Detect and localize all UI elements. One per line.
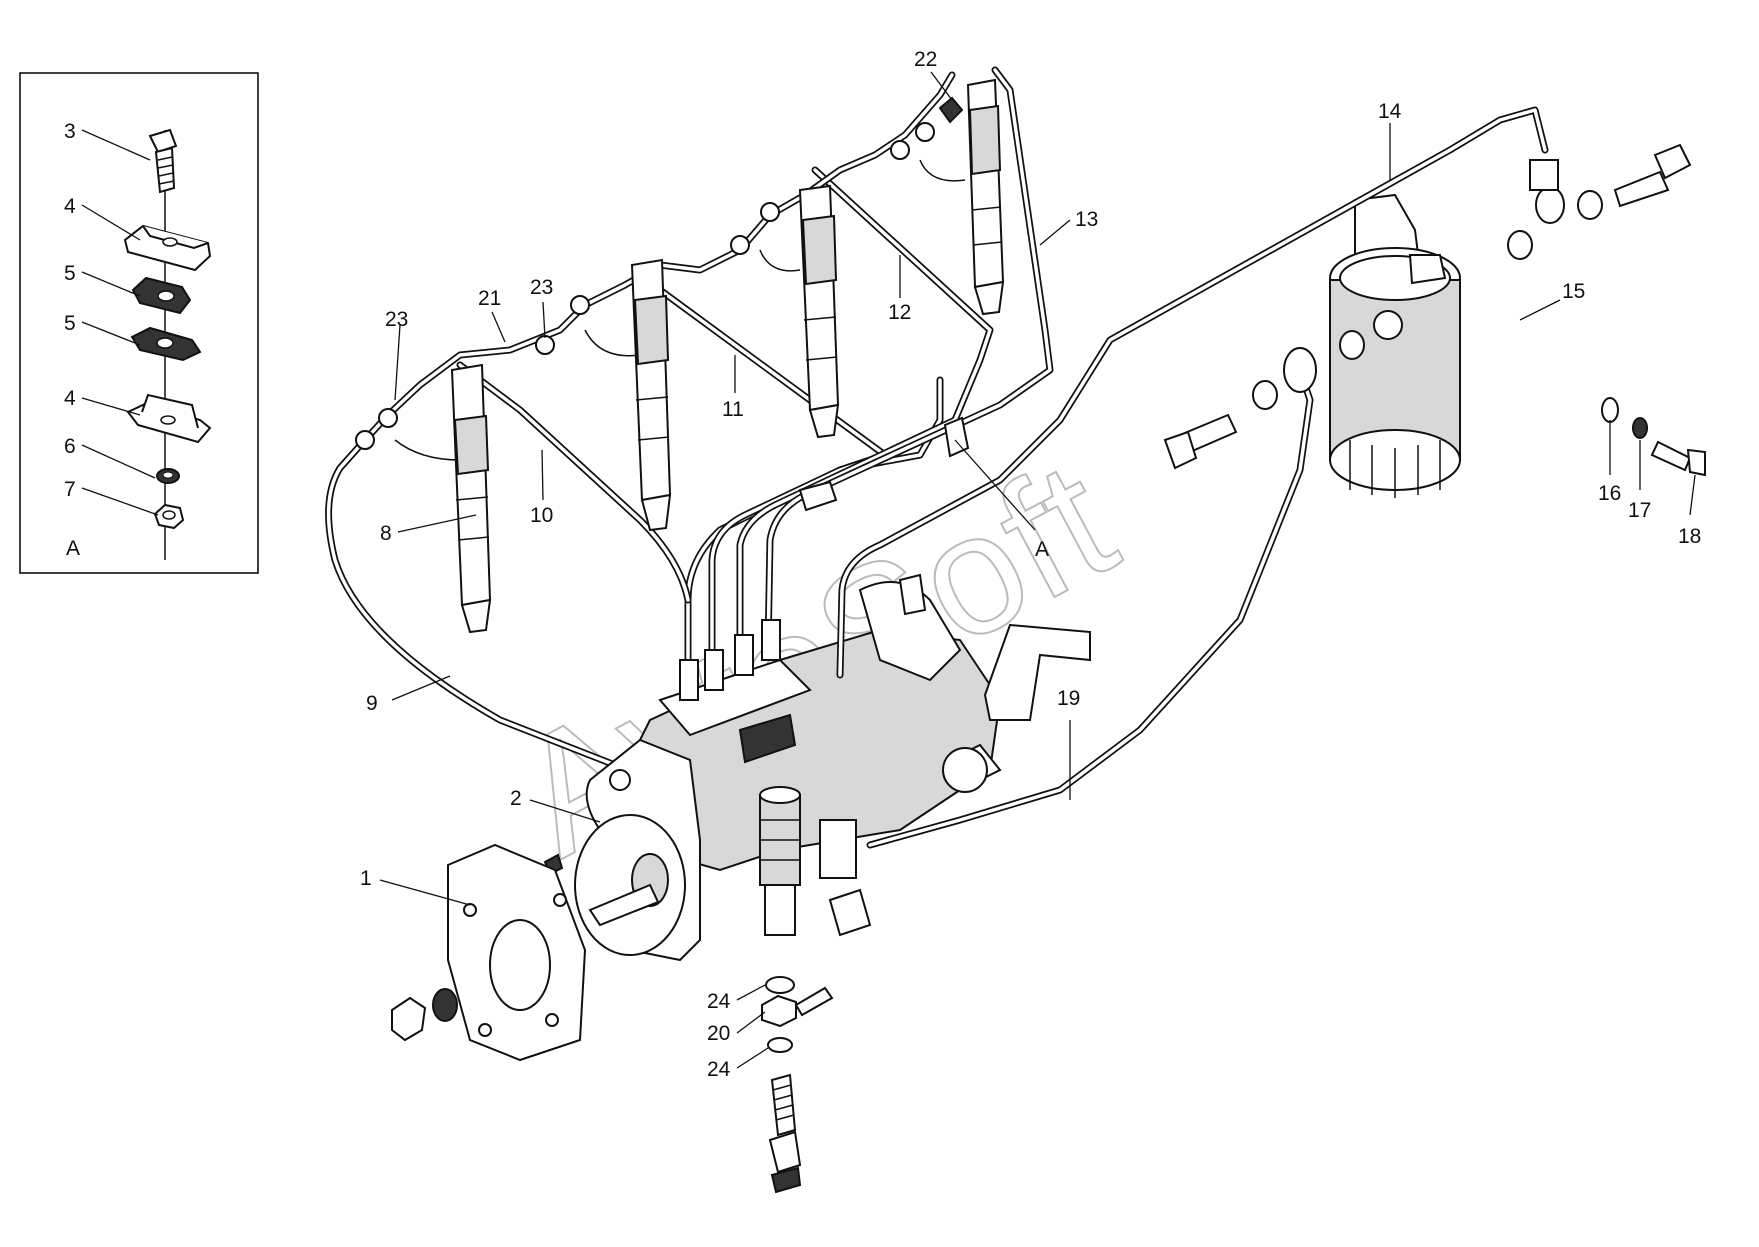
callout-17: 17 [1628,499,1651,522]
delivery-valves [679,619,781,701]
inset-leader-lines [81,129,159,516]
nut-part-7 [153,503,185,530]
callout-4-bottom: 4 [64,387,76,410]
callout-4-top: 4 [64,195,76,218]
callout-20: 20 [707,1022,730,1045]
main-leader-lines [379,71,1696,1069]
callout-14: 14 [1378,100,1402,123]
clamp-part-4-bottom [126,393,212,444]
pump-shaft [588,883,660,927]
callout-1: 1 [360,867,372,890]
callout-12: 12 [888,301,911,324]
bolt-part-3 [148,128,178,194]
clamp-part-5-lower [130,326,202,362]
view-marker-a: A [1035,538,1049,561]
callout-22: 22 [914,48,937,71]
callout-18: 18 [1678,525,1701,548]
callout-19: 19 [1057,687,1080,710]
banjo-bolt-assembly [761,976,834,1194]
injector-3 [798,184,840,439]
callout-7: 7 [64,478,76,501]
callout-21: 21 [478,287,501,310]
callout-11: 11 [722,398,744,421]
filter-fittings [1163,143,1706,477]
callout-16: 16 [1598,482,1621,505]
callout-5-lower: 5 [64,312,76,335]
washer-part-6 [156,468,180,484]
mounting-flange [447,843,587,1062]
callout-3: 3 [64,120,76,143]
callout-5-upper: 5 [64,262,76,285]
inset-panel-a: 3 4 5 5 4 6 7 A [19,72,259,574]
fuel-filter [1329,193,1461,498]
clamp-part-4-top [123,224,212,272]
callout-24-upper: 24 [707,990,731,1013]
cap-part-22 [938,96,964,124]
callout-6: 6 [64,435,76,458]
fuel-inlet-union [819,819,872,937]
inset-view-label: A [66,537,80,560]
nameplate [738,713,797,764]
high-pressure-pipes [456,66,1054,676]
leak-off-pipe [325,71,966,779]
hand-primer [759,786,801,936]
callout-13: 13 [1075,208,1098,231]
callout-9: 9 [366,692,378,715]
flange-nuts [391,988,458,1042]
pipe-clamp-1 [798,416,970,512]
callout-2: 2 [510,787,522,810]
main-callouts: 1 2 8 9 10 11 12 13 14 15 16 17 18 19 20… [360,48,1701,1081]
inset-frame [19,72,259,574]
clamp-part-5-upper [131,276,192,315]
injectors [450,78,1005,634]
callout-10: 10 [530,504,553,527]
banjo-joints [355,122,935,450]
injector-2 [630,258,672,532]
callout-15: 15 [1562,280,1585,303]
injector-1 [450,363,492,634]
control-lever [983,623,1091,721]
callout-23-right: 23 [530,276,553,299]
callout-8: 8 [380,522,392,545]
injection-pump [543,573,1091,962]
callout-24-lower: 24 [707,1058,731,1081]
low-pressure-pipes [836,106,1565,849]
injector-4 [966,78,1005,316]
callout-23-left: 23 [385,308,408,331]
